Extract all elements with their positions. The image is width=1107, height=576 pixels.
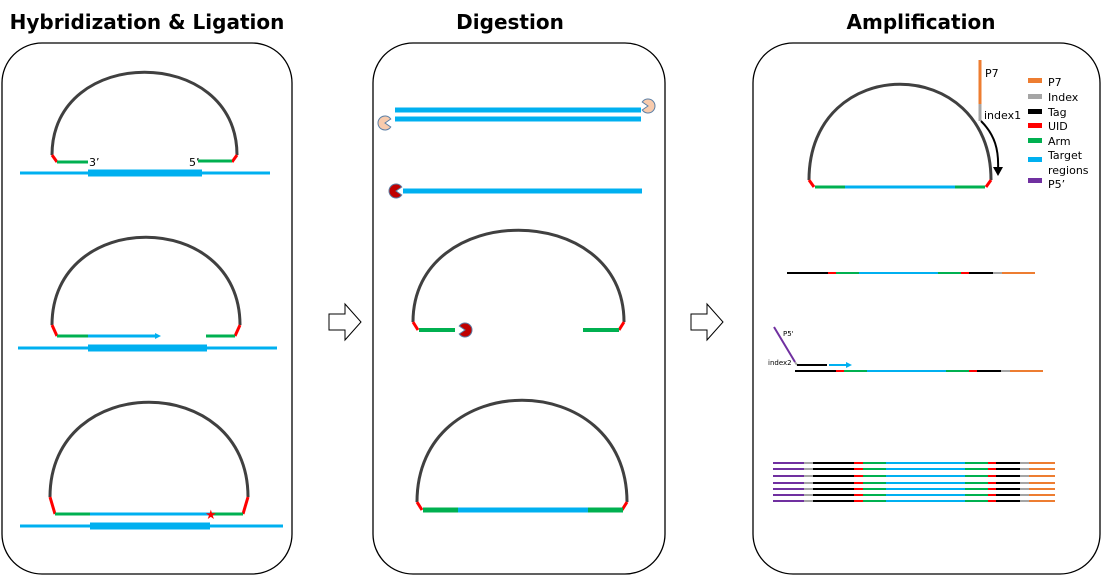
exonuclease-icon xyxy=(388,183,403,199)
label-3prime: 3’ xyxy=(89,156,100,169)
title-digestion: Digestion xyxy=(456,10,564,34)
label-5prime: 5’ xyxy=(189,156,200,169)
uid-segment xyxy=(807,179,816,188)
probe-backbone xyxy=(50,70,239,156)
uid-segment xyxy=(50,154,59,163)
p5-primer xyxy=(773,326,796,363)
legend-label-target: Target xyxy=(1047,149,1083,162)
legend-swatch-p7 xyxy=(1028,78,1042,83)
exonuclease-icon xyxy=(377,115,392,131)
uid-segment xyxy=(415,501,424,511)
legend-label-p5: P5’ xyxy=(1048,178,1065,191)
probe-backbone xyxy=(50,235,242,326)
legend-swatch-arm xyxy=(1028,138,1042,143)
legend-swatch-p5 xyxy=(1028,178,1042,183)
arrow-right-icon xyxy=(690,302,724,342)
exonuclease-icon xyxy=(641,98,656,114)
extension-arrow xyxy=(980,120,1000,171)
ligation-star-icon: ★ xyxy=(205,507,217,522)
exonuclease-icon xyxy=(458,322,473,338)
uid-segment xyxy=(230,154,239,163)
label-index2: index2 xyxy=(768,359,792,367)
probe-backbone xyxy=(807,82,993,181)
uid-segment xyxy=(233,324,242,337)
legend-swatch-target xyxy=(1028,157,1042,162)
panel-digestion xyxy=(372,42,666,575)
arrow-head-icon xyxy=(993,167,1003,176)
legend-label-arm: Arm xyxy=(1048,135,1071,148)
panel-hybridization xyxy=(1,42,293,575)
uid-segment xyxy=(50,324,59,337)
legend-label-p7: P7 xyxy=(1048,76,1062,89)
legend-swatch-tag xyxy=(1028,109,1042,114)
probe-backbone xyxy=(415,398,629,503)
legend-label-tag: Tag xyxy=(1047,106,1067,119)
uid-segment xyxy=(48,496,57,515)
probe-backbone xyxy=(48,400,250,498)
legend-label-regions: regions xyxy=(1048,164,1089,177)
legend-label-uid: UID xyxy=(1048,120,1068,133)
label-index1: index1 xyxy=(984,109,1021,122)
uid-segment xyxy=(984,179,993,188)
legend-label-index: Index xyxy=(1048,91,1079,104)
arrow-head-icon xyxy=(846,362,852,368)
uid-segment xyxy=(411,321,420,331)
legend: P7 Index Tag UID Arm Target regions P5’ xyxy=(1028,76,1089,191)
legend-swatch-index xyxy=(1028,94,1042,99)
panel-amplification xyxy=(752,42,1101,575)
uid-segment xyxy=(241,496,250,515)
label-p7: P7 xyxy=(985,67,999,80)
arrow-right-icon xyxy=(328,302,362,342)
label-p5: P5' xyxy=(783,330,794,338)
legend-swatch-uid xyxy=(1028,123,1042,128)
arrow-head-icon xyxy=(155,333,161,339)
title-hybridization: Hybridization & Ligation xyxy=(10,10,285,34)
index2-primer xyxy=(794,361,798,366)
title-amplification: Amplification xyxy=(847,10,996,34)
uid-segment xyxy=(617,321,626,331)
probe-backbone xyxy=(411,228,626,323)
